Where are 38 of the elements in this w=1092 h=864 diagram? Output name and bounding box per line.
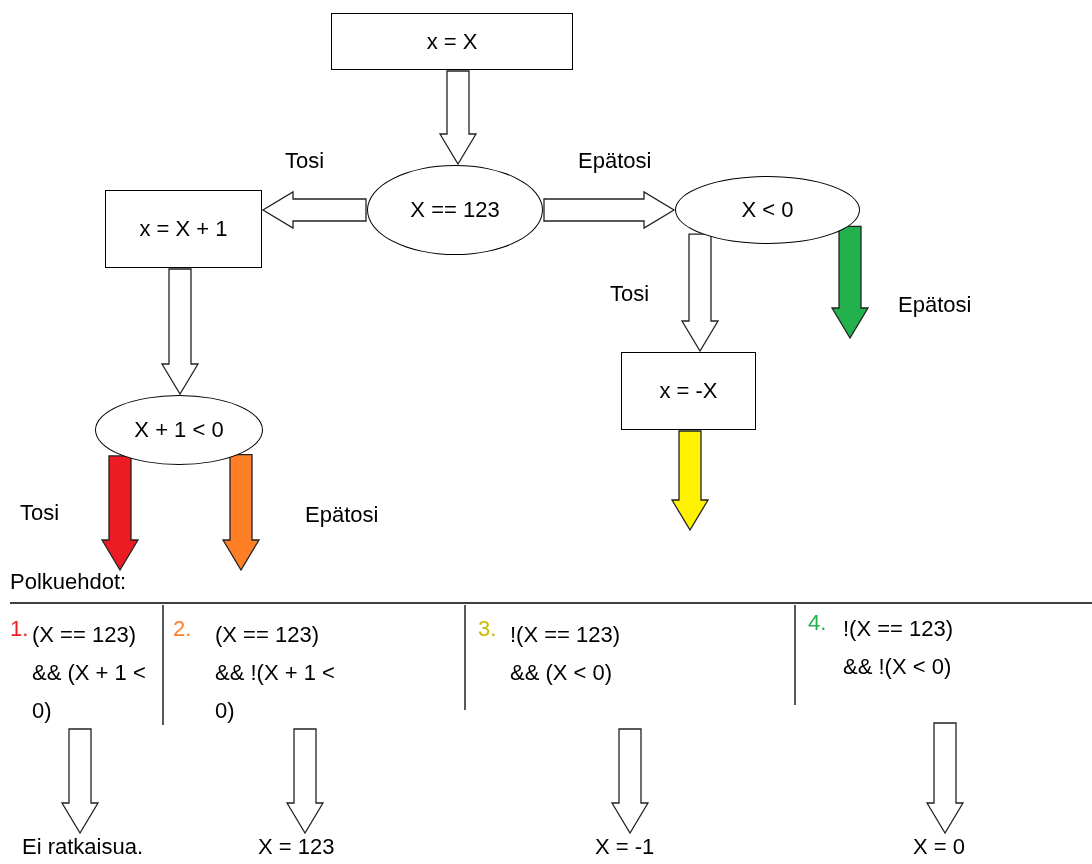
edge-label: Epätosi: [305, 502, 379, 528]
path-number: 1.: [10, 616, 29, 642]
block-arrow: [610, 728, 650, 835]
edge-label: Epätosi: [578, 148, 652, 174]
block-arrow: [60, 728, 100, 835]
result-text: Ei ratkaisua.: [22, 834, 182, 862]
decision-ellipse: X < 0: [675, 176, 860, 244]
process-box: x = -X: [621, 352, 756, 430]
result-text: X = -1: [595, 834, 695, 862]
block-arrow: [261, 190, 367, 230]
block-arrow: [285, 728, 325, 835]
table-heading: Polkuehdot:: [10, 569, 127, 595]
result-text: X = 0: [913, 834, 993, 862]
block-arrow: [100, 455, 140, 572]
decision-ellipse: X + 1 < 0: [95, 395, 263, 465]
block-arrow: [925, 722, 965, 835]
path-condition: !(X == 123) && !(X < 0): [843, 615, 955, 681]
process-box: x = X + 1: [105, 190, 262, 268]
block-arrow: [438, 70, 478, 166]
path-condition: (X == 123) && !(X + 1 < 0): [215, 621, 336, 725]
block-arrow: [680, 233, 720, 353]
block-arrow: [543, 190, 676, 230]
path-number: 2.: [173, 616, 192, 642]
path-condition: !(X == 123) && (X < 0): [510, 621, 622, 687]
path-number: 4.: [808, 610, 827, 636]
result-text: X = 123: [258, 834, 358, 862]
block-arrow: [830, 225, 870, 340]
edge-label: Tosi: [20, 500, 60, 526]
block-arrow: [221, 453, 261, 572]
decision-ellipse: X == 123: [367, 165, 543, 255]
process-box: x = X: [331, 13, 573, 70]
edge-label: Tosi: [285, 148, 325, 174]
edge-label: Epätosi: [898, 292, 972, 318]
block-arrow: [160, 268, 200, 396]
path-condition: (X == 123) && (X + 1 < 0): [32, 621, 147, 725]
edge-label: Tosi: [610, 281, 650, 307]
path-number: 3.: [478, 616, 497, 642]
block-arrow: [670, 430, 710, 532]
